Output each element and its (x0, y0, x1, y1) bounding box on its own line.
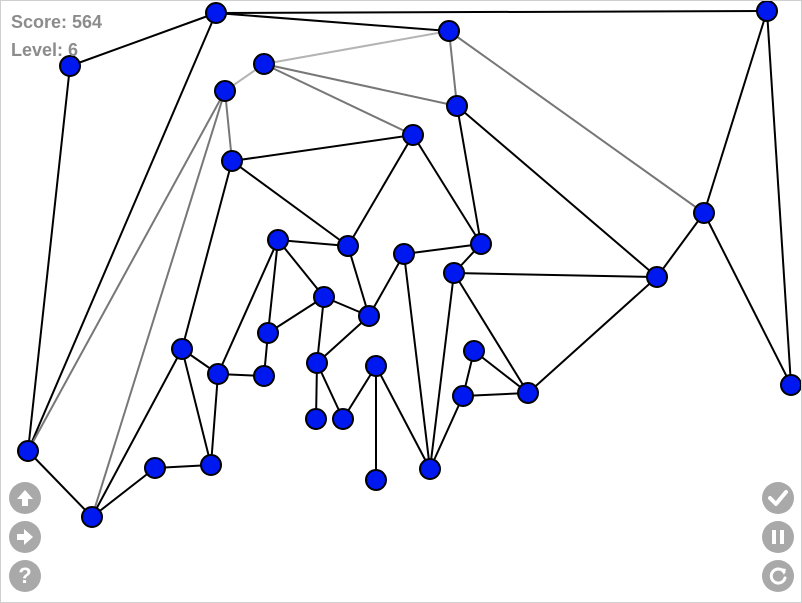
graph-edge-16 (456, 105, 482, 245)
graph-node-15[interactable] (646, 266, 668, 288)
graph-node-22[interactable] (463, 340, 485, 362)
graph-edge-59 (91, 467, 156, 518)
graph-node-34[interactable] (365, 469, 387, 491)
graph-node-2[interactable] (756, 1, 778, 22)
graph-node-12[interactable] (470, 233, 492, 255)
pause-button[interactable] (762, 521, 794, 553)
graph-edge-54 (375, 365, 431, 470)
level-display: Level: 6 (11, 40, 79, 60)
graph-edge-36 (217, 239, 279, 375)
arrow-right-icon (17, 529, 33, 545)
graph-edge-35 (267, 239, 279, 334)
graph-edge-12 (263, 63, 414, 136)
graph-edge-14 (91, 90, 226, 518)
arrow-up-icon (17, 490, 33, 506)
up-button[interactable] (9, 482, 41, 514)
graph-edge-23 (656, 212, 705, 278)
graph-node-35[interactable] (81, 506, 103, 528)
checkmark-icon (768, 490, 788, 506)
graph-node-20[interactable] (207, 363, 229, 385)
graph-edge-46 (91, 348, 183, 518)
graph-edge-3 (27, 65, 71, 452)
graph-node-28[interactable] (305, 408, 327, 430)
graph-edge-2 (69, 12, 217, 67)
graph-edge-33 (277, 239, 349, 247)
graph-node-32[interactable] (144, 457, 166, 479)
graph-node-19[interactable] (171, 338, 193, 360)
graph-edge-19 (347, 134, 414, 247)
check-button[interactable] (762, 482, 794, 514)
graph-edge-13 (27, 90, 226, 452)
graph-edge-57 (27, 450, 93, 518)
graph-edge-26 (453, 272, 658, 278)
graph-node-5[interactable] (214, 80, 236, 102)
graph-edge-17 (456, 105, 658, 278)
graph-edge-9 (263, 30, 450, 65)
graph-edge-11 (263, 63, 458, 107)
graph-edge-20 (412, 134, 482, 245)
graph-node-3[interactable] (59, 55, 81, 77)
graph-node-14[interactable] (443, 262, 465, 284)
graph-edge-24 (703, 212, 792, 386)
graph-edge-0 (215, 10, 768, 14)
graph-edge-4 (27, 12, 217, 452)
graph-edge-21 (231, 160, 349, 247)
graph-node-10[interactable] (267, 229, 289, 251)
graph-node-13[interactable] (393, 243, 415, 265)
graph-edge-5 (703, 10, 768, 214)
graph-edge-1 (215, 12, 450, 32)
graph-edge-34 (277, 239, 325, 298)
graph-edge-56 (429, 395, 464, 470)
graph-node-7[interactable] (402, 124, 424, 146)
graph-node-29[interactable] (332, 408, 354, 430)
graph-node-16[interactable] (313, 286, 335, 308)
graph-node-8[interactable] (221, 150, 243, 172)
help-button[interactable]: ? (9, 560, 41, 592)
graph-node-33[interactable] (419, 458, 441, 480)
graph-edge-15 (224, 90, 233, 162)
graph-node-4[interactable] (253, 53, 275, 75)
graph-node-25[interactable] (517, 382, 539, 404)
graph-node-11[interactable] (337, 235, 359, 257)
next-button[interactable] (9, 521, 41, 553)
graph-node-0[interactable] (205, 2, 227, 24)
graph-edge-47 (210, 373, 219, 466)
graph-node-23[interactable] (306, 352, 328, 374)
graph-node-30[interactable] (17, 440, 39, 462)
graph-edge-8 (448, 30, 458, 107)
pause-icon (772, 530, 784, 544)
graph-edge-39 (267, 296, 325, 334)
help-icon: ? (18, 563, 32, 588)
graph-edge-29 (527, 276, 658, 394)
graph-node-26[interactable] (452, 385, 474, 407)
graph-node-27[interactable] (780, 374, 801, 396)
graph-node-6[interactable] (446, 95, 468, 117)
restart-button[interactable] (762, 560, 794, 592)
graph-edge-40 (316, 296, 325, 364)
graph-node-24[interactable] (365, 355, 387, 377)
graph-node-17[interactable] (358, 305, 380, 327)
graph-edge-30 (403, 243, 482, 255)
graph-node-9[interactable] (693, 202, 715, 224)
graph-edge-6 (766, 10, 792, 386)
graph-edge-45 (181, 348, 212, 466)
graph-edge-37 (347, 245, 370, 317)
graph-edge-41 (316, 315, 370, 364)
graph-node-18[interactable] (257, 322, 279, 344)
score-display: Score: 564 (11, 12, 103, 32)
graph-node-21[interactable] (253, 365, 275, 387)
graph-edge-7 (448, 30, 705, 214)
graph-edge-28 (429, 272, 455, 470)
graph-edge-48 (473, 350, 529, 394)
graph-edge-31 (368, 253, 405, 317)
graph-edge-27 (453, 272, 529, 394)
graph-edge-18 (231, 134, 414, 162)
graph-node-1[interactable] (438, 20, 460, 42)
graph-node-31[interactable] (200, 454, 222, 476)
graph-edge-22 (181, 160, 233, 350)
graph-edge-32 (403, 253, 431, 470)
restart-icon (769, 567, 787, 585)
